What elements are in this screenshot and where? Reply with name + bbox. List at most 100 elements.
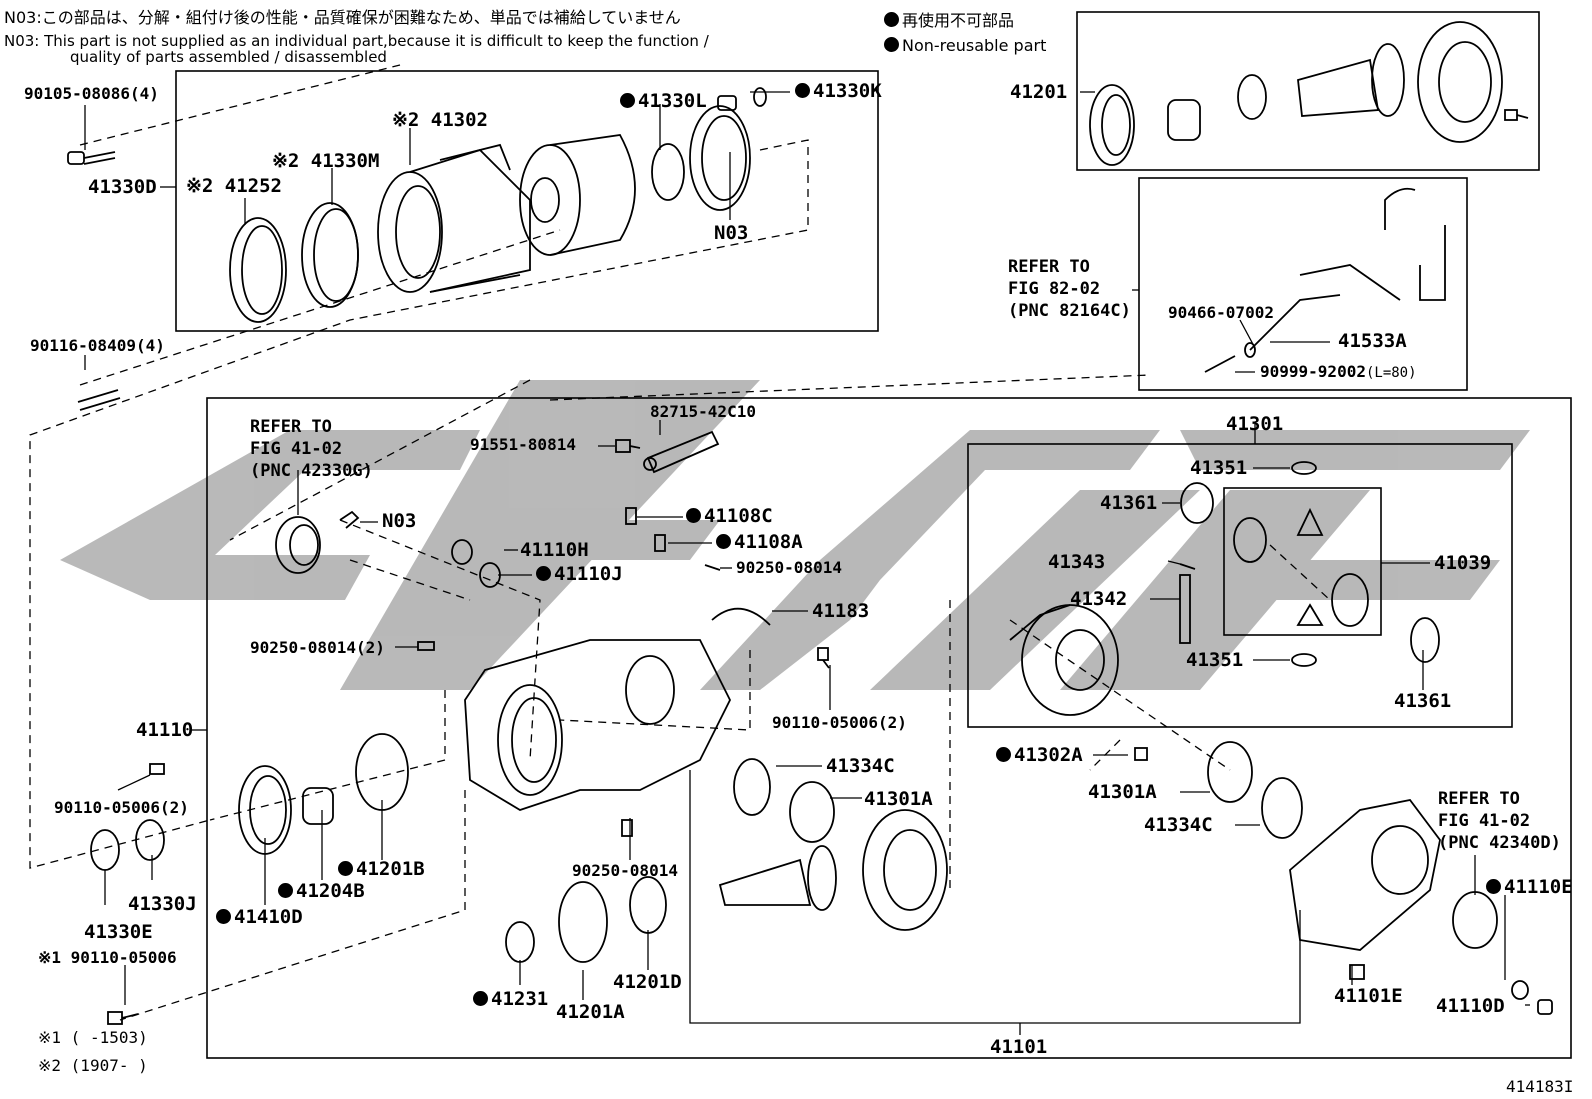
label-41351-a: 41351: [1190, 457, 1248, 479]
label-90250-08014-2: 90250-08014(2): [250, 638, 385, 657]
watermark-logo: [60, 380, 1530, 690]
label-41334C-b: 41334C: [1144, 814, 1213, 836]
bolt-91551-icon: [615, 439, 641, 453]
seal-N03-icon: [689, 105, 751, 211]
non-reusable-dot-icon: [278, 883, 293, 898]
label-41330K: 41330K: [795, 82, 882, 101]
label-90250-08014-a: 90250-08014: [736, 558, 842, 577]
label-41342: 41342: [1070, 588, 1128, 610]
ring-gear-41201-icon: [1417, 21, 1503, 143]
refer-fig-41-02-b: REFER TO FIG 41-02 (PNC 42340D): [1438, 789, 1561, 853]
label-41533A: 41533A: [1338, 330, 1407, 352]
tube-41183-icon: [711, 607, 771, 626]
footnote-1: ※1 ( -1503): [38, 1028, 148, 1047]
washer-41110D-icon: [1511, 980, 1529, 1000]
non-reusable-dot-icon: [884, 37, 899, 52]
label-41330M: ※2 41330M: [272, 150, 380, 172]
bearing-41110H-icon: [451, 539, 473, 565]
label-41302A: 41302A: [996, 746, 1083, 765]
breather-plug-icon: [339, 510, 360, 529]
label-91551-80814: 91551-80814: [470, 435, 576, 454]
label-90999-92002: 90999-92002(L=80): [1260, 362, 1417, 381]
nut-41201-icon: [1167, 99, 1201, 141]
label-41110D: 41110D: [1436, 995, 1505, 1017]
label-41361-b: 41361: [1394, 690, 1452, 712]
label-41410D: 41410D: [216, 908, 303, 927]
non-reusable-dot-icon: [686, 508, 701, 523]
label-82715-42C10: 82715-42C10: [650, 402, 756, 421]
seal-42340D-icon: [1452, 891, 1498, 949]
label-41201A: 41201A: [556, 1001, 625, 1023]
washer-41361-icon: [1180, 482, 1214, 524]
washer-41351-b-icon: [1291, 653, 1317, 667]
label-n03-b: N03: [382, 510, 417, 532]
label-41301: 41301: [1226, 413, 1284, 435]
bearing-41201-icon: [1237, 74, 1267, 120]
non-reusable-dot-icon: [473, 991, 488, 1006]
diff-case-icon: [1009, 604, 1119, 716]
label-41110: 41110: [136, 719, 194, 741]
label-41110H: 41110H: [520, 539, 589, 561]
bearing-41231-icon: [505, 921, 535, 963]
label-41101: 41101: [990, 1036, 1048, 1058]
differential-carrier-41110-icon: [464, 639, 732, 811]
label-41252: ※2 41252: [186, 175, 282, 197]
label-90116-08409: 90116-08409(4): [30, 336, 165, 355]
non-reusable-dot-icon: [1486, 879, 1501, 894]
label-41330J: 41330J: [128, 893, 197, 915]
label-n03-a: N03: [714, 222, 749, 244]
label-90110-05006: ※1 90110-05006: [38, 948, 177, 967]
label-41231: 41231: [473, 990, 548, 1009]
seal-41252-icon: [229, 217, 287, 323]
label-41201D: 41201D: [613, 971, 682, 993]
bolt-ring-gear-icon: [1504, 109, 1529, 121]
label-41330D: 41330D: [88, 176, 157, 198]
refer-fig-41-02-a: REFER TO FIG 41-02 (PNC 42330G): [250, 417, 373, 481]
label-90110-05006-2-a: 90110-05006(2): [772, 713, 907, 732]
bolt-90105-icon: [67, 151, 116, 165]
label-41108A: 41108A: [716, 533, 803, 552]
seal-42330G-icon: [275, 516, 321, 574]
label-41204B: 41204B: [278, 882, 365, 901]
bearing-41201A-icon: [558, 881, 608, 963]
lever-82715-icon: [643, 430, 720, 474]
non-reusable-dot-icon: [716, 534, 731, 549]
shaft-41342-icon: [1179, 574, 1191, 644]
washer-41361-b-icon: [1410, 617, 1440, 663]
non-reusable-dot-icon: [536, 566, 551, 581]
ring-gear-icon: [862, 809, 948, 931]
pin-41343-icon: [1179, 563, 1196, 570]
label-41302: ※2 41302: [392, 109, 488, 131]
box-41039: [1223, 487, 1382, 636]
non-reusable-dot-icon: [996, 747, 1011, 762]
washer-41330E-icon: [90, 829, 120, 871]
label-41201B: 41201B: [338, 860, 425, 879]
box-breather: [1138, 177, 1468, 391]
pin-90250-icon: [704, 564, 721, 571]
washer-41330J-icon: [135, 819, 165, 861]
plug-41110D-icon: [1537, 999, 1553, 1015]
note-n03-en-2: quality of parts assembled / disassemble…: [70, 48, 387, 66]
stud-90116-icon: [77, 389, 121, 411]
pinion-shaft-icon: [718, 845, 837, 911]
race-41201D-icon: [629, 876, 667, 934]
label-41351-b: 41351: [1186, 649, 1244, 671]
nut-41204B-icon: [302, 787, 334, 825]
plug-41108A-icon: [654, 534, 666, 552]
label-41201: 41201: [1010, 81, 1068, 103]
bolt-41101E-icon: [1349, 964, 1365, 980]
non-reusable-dot-icon: [884, 12, 899, 27]
label-41110E: 41110E: [1486, 878, 1573, 897]
plug-41108C-icon: [625, 507, 637, 525]
seal-41110J-icon: [479, 562, 501, 588]
non-reusable-dot-icon: [338, 861, 353, 876]
bolt-90110-icon: [817, 647, 830, 669]
label-41108C: 41108C: [686, 507, 773, 526]
label-90466-07002: 90466-07002: [1168, 303, 1274, 322]
bolt-41302A-icon: [1134, 747, 1148, 761]
snap-ring-41330L-icon: [651, 143, 685, 201]
box-41201: [1076, 11, 1540, 171]
pin-90250-b-icon: [621, 819, 633, 837]
pinion-gears-41039-icon: [1233, 507, 1369, 627]
